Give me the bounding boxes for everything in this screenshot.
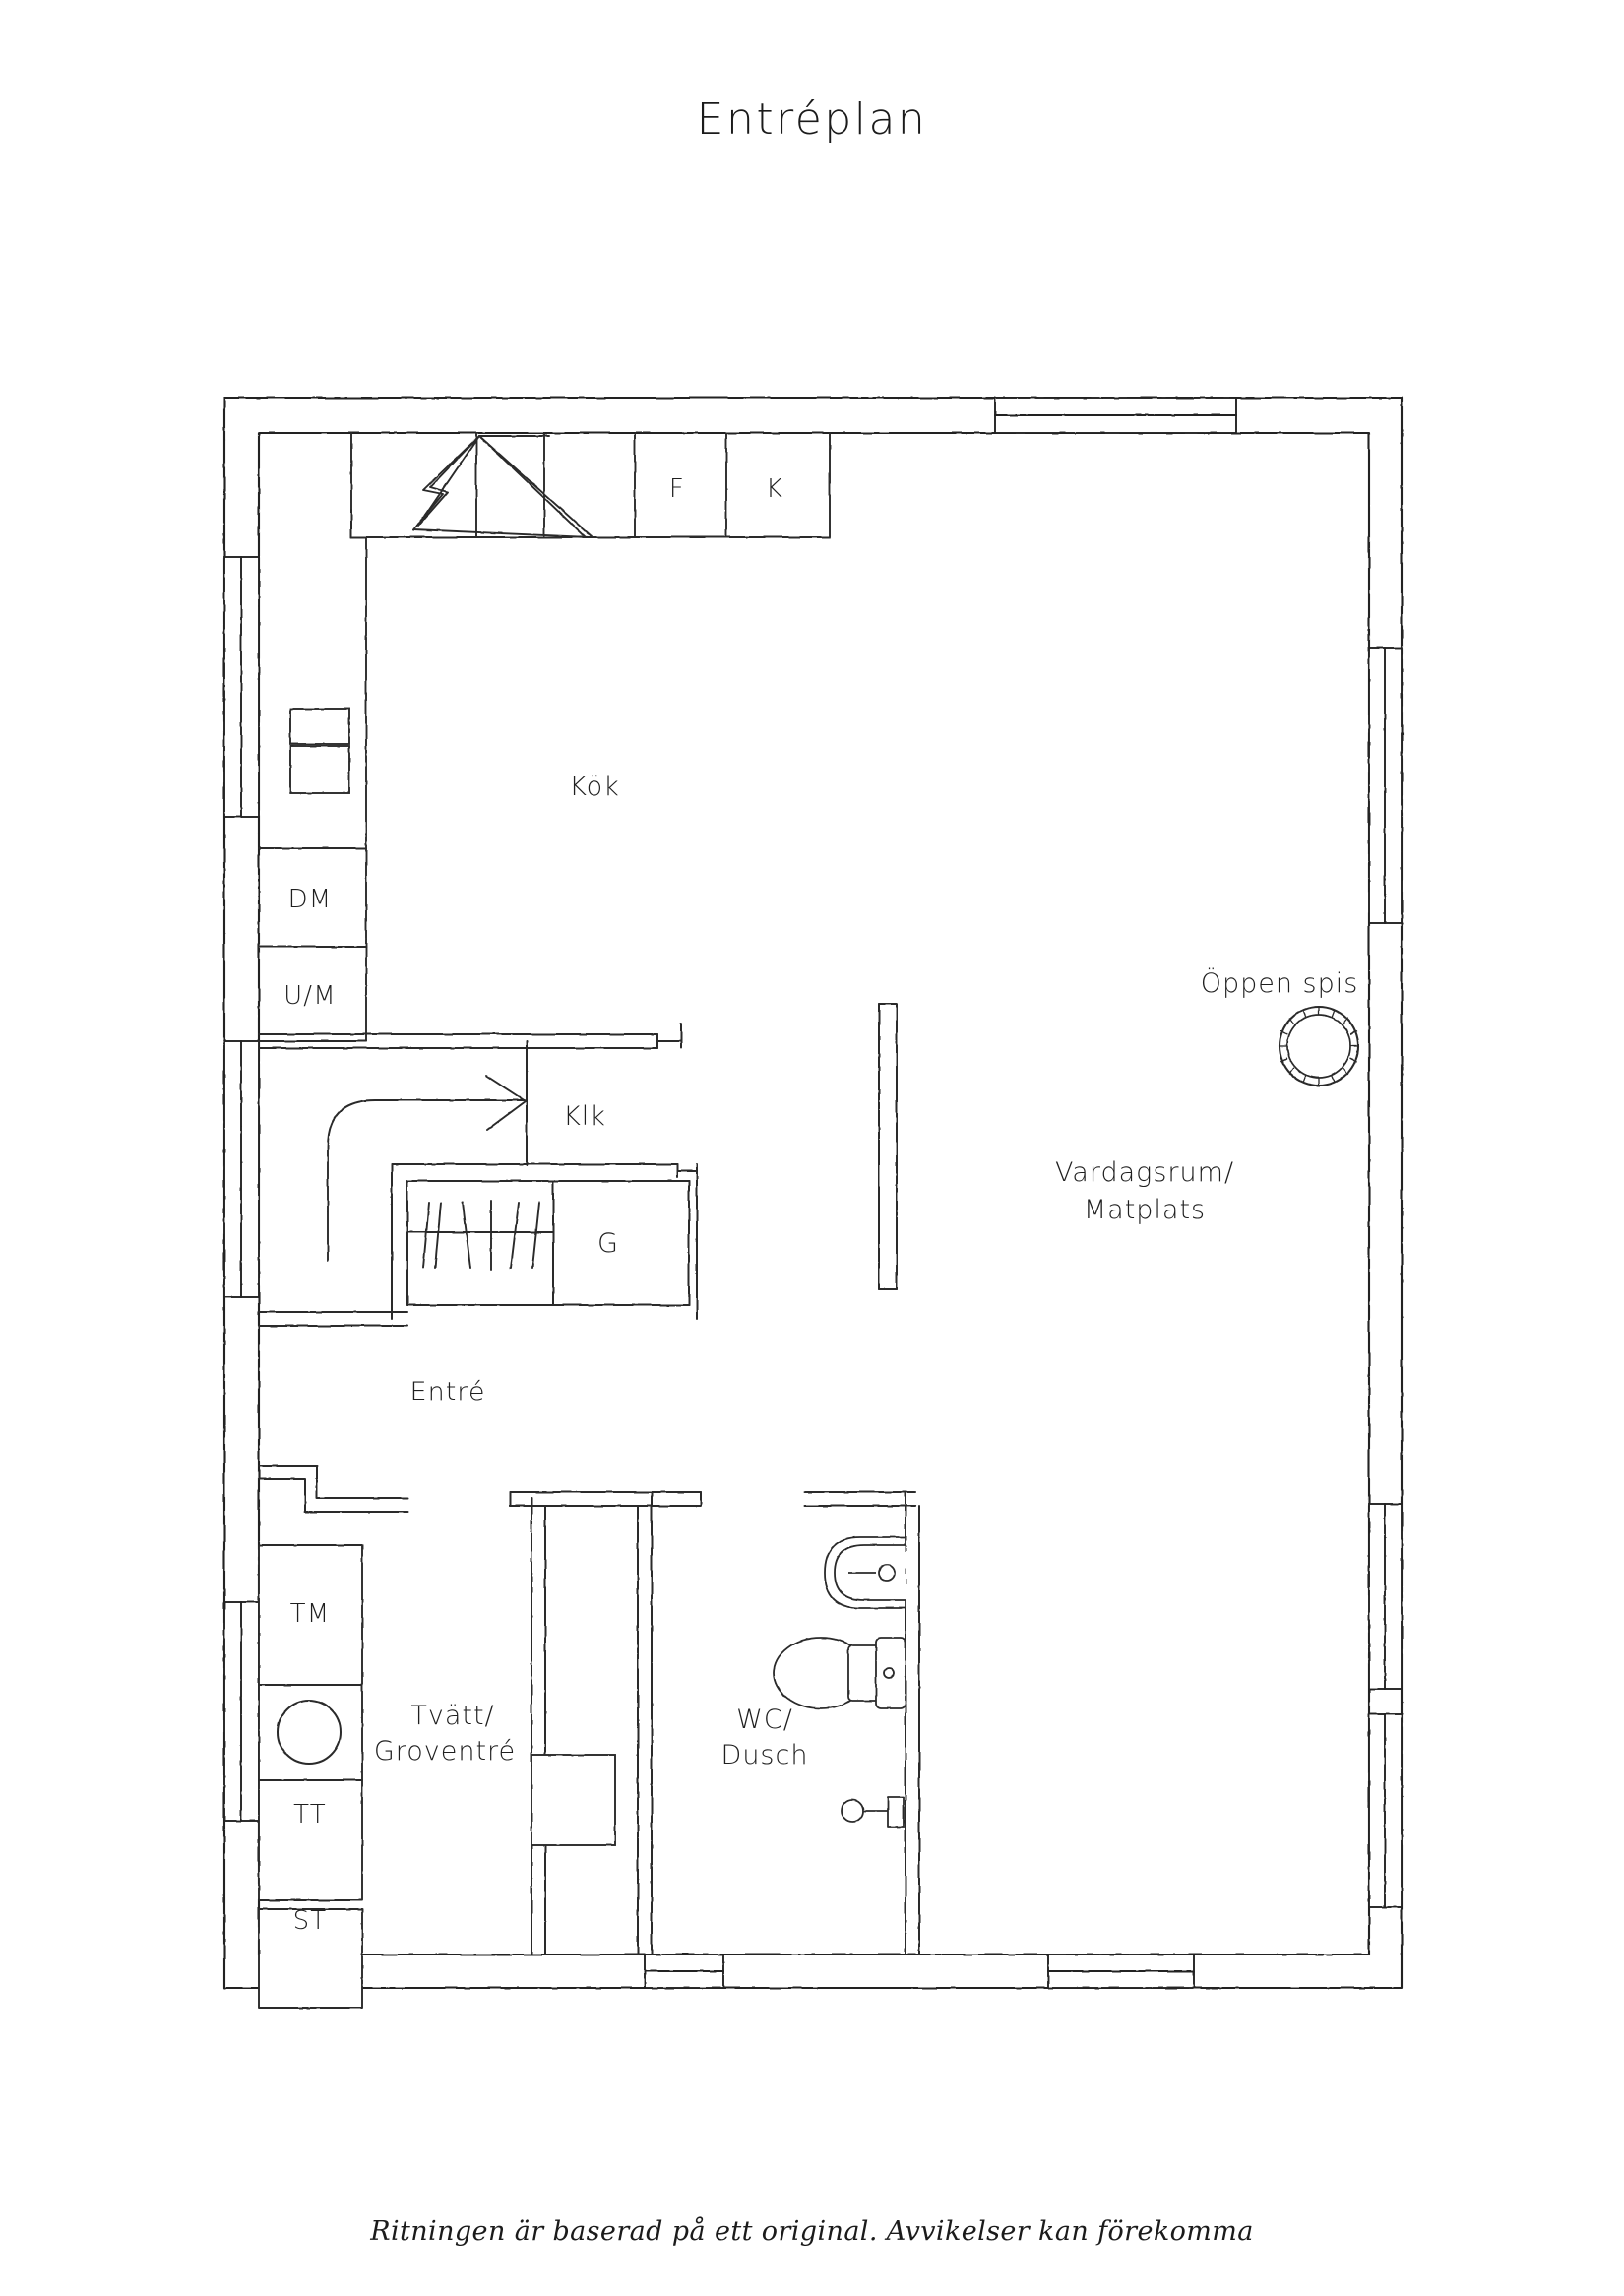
hall-bench bbox=[531, 1754, 616, 1846]
window-left-middle bbox=[223, 1040, 260, 1298]
kitchen-counter-left bbox=[258, 536, 367, 1042]
laundry-basin-icon bbox=[277, 1700, 342, 1765]
exterior-windows bbox=[223, 397, 1403, 1989]
door-bottom-left bbox=[644, 1954, 724, 1989]
room-label-wc-line2: Dusch bbox=[721, 1740, 809, 1770]
fixture-label-fireplace: Öppen spis bbox=[1201, 967, 1359, 999]
kitchen-counter-top bbox=[350, 432, 831, 538]
room-label-vardagsrum-line2: Matplats bbox=[1084, 1195, 1206, 1225]
room-label-garderob: G bbox=[597, 1228, 619, 1259]
stove-zigzag-icon bbox=[412, 435, 593, 538]
room-label-kok: Kök bbox=[569, 772, 620, 802]
page-title: Entréplan bbox=[696, 94, 928, 145]
appliance-label-dm: DM bbox=[288, 885, 333, 914]
kitchen-sink-icon bbox=[289, 708, 350, 794]
staircase-steps-icon bbox=[406, 1200, 554, 1271]
appliance-label-tt: TT bbox=[293, 1800, 327, 1830]
window-left-upper bbox=[223, 556, 260, 818]
window-right-lower-b bbox=[1368, 1713, 1403, 1908]
appliance-label-tm: TM bbox=[290, 1599, 331, 1629]
appliance-label-f: F bbox=[669, 474, 685, 504]
wash-basin-icon bbox=[824, 1536, 906, 1609]
room-label-entre: Entré bbox=[410, 1377, 486, 1407]
interior-walls-lower bbox=[258, 1465, 920, 1955]
interior-walls-hall bbox=[258, 1023, 698, 1327]
living-room-partition bbox=[878, 1003, 898, 1290]
page-footer-note: Ritningen är baserad på ett original. Av… bbox=[370, 2216, 1254, 2247]
door-bottom-right bbox=[1047, 1954, 1195, 1989]
shower-fixture-icon bbox=[841, 1796, 905, 1828]
room-label-tvatt-line1: Tvätt/ bbox=[410, 1701, 494, 1731]
room-label-vardagsrum-line1: Vardagsrum/ bbox=[1055, 1157, 1234, 1188]
appliance-label-um: U/M bbox=[283, 981, 337, 1011]
stair-direction-arrow-icon bbox=[327, 1075, 527, 1262]
appliance-label-k: K bbox=[766, 474, 783, 504]
window-right-lower-a bbox=[1368, 1503, 1403, 1690]
fireplace-icon bbox=[1278, 1005, 1360, 1087]
room-label-wc-line1: WC/ bbox=[736, 1705, 793, 1735]
room-label-tvatt-line2: Groventré bbox=[374, 1736, 516, 1767]
toilet-icon bbox=[773, 1637, 906, 1709]
window-top-right bbox=[994, 397, 1237, 434]
window-right-upper bbox=[1368, 647, 1403, 924]
room-label-klk: Klk bbox=[563, 1101, 606, 1132]
appliance-label-st: ST bbox=[293, 1906, 328, 1936]
window-left-lower bbox=[223, 1601, 260, 1822]
